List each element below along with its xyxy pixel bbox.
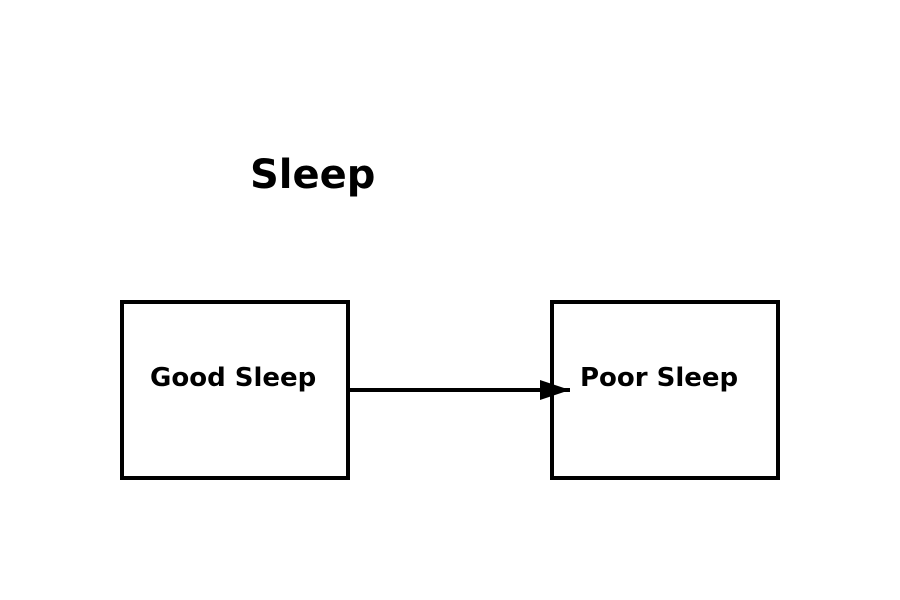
node-good-sleep: Good Sleep	[120, 300, 350, 480]
node-good-sleep-label: Good Sleep	[150, 363, 316, 393]
node-poor-sleep-box	[550, 300, 780, 480]
node-poor-sleep-label: Poor Sleep	[580, 363, 738, 393]
node-poor-sleep: Poor Sleep	[550, 300, 780, 480]
node-good-sleep-box	[120, 300, 350, 480]
diagram-title: Sleep	[250, 152, 375, 198]
